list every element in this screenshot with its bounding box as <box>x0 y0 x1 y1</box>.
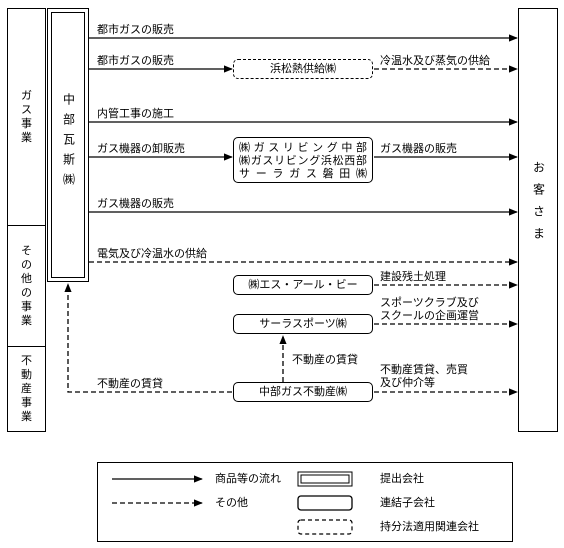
legend-dashed-box-label: 持分法適用関連会社 <box>380 520 479 533</box>
segment-other-label: その他の事業 <box>21 244 32 327</box>
entity-gas-living-names: ㈱ガスリビング中部 ㈱ガスリビング浜松西部 サーラガス磐田㈱ <box>239 141 367 180</box>
label-building-waste: 建設残土処理 <box>380 270 446 283</box>
customers-label-text: お客さま <box>531 161 546 249</box>
entity-srb: ㈱エス・アール・ビー <box>233 275 373 295</box>
entity-gas-living: ㈱ガスリビング中部 ㈱ガスリビング浜松西部 サーラガス磐田㈱ <box>233 137 373 183</box>
company-box: 中部瓦斯㈱ <box>47 8 89 282</box>
entity-gas-living-1: ㈱ガスリビング中部 <box>239 140 367 154</box>
legend-solid-box-label: 連結子会社 <box>380 496 435 509</box>
entity-srb-label: ㈱エス・アール・ビー <box>248 278 358 291</box>
legend-double-box-inner <box>300 474 350 484</box>
entity-gas-living-2: ㈱ガスリビング浜松西部 <box>239 153 367 167</box>
label-pipe-work: 内管工事の施工 <box>97 107 174 120</box>
legend-symbols <box>112 471 353 535</box>
label-city-gas-2: 都市ガスの販売 <box>97 54 174 67</box>
label-real-estate-left: 不動産の賃貸 <box>97 377 163 390</box>
label-sports-club-1: スポーツクラブ及び <box>380 296 479 309</box>
legend-solid-arrow-label: 商品等の流れ <box>215 472 281 485</box>
legend-double-box-outer <box>297 471 353 487</box>
company-name-text: 中部瓦斯㈱ <box>61 93 76 193</box>
legend-double-box-label: 提出会社 <box>380 472 424 485</box>
legend: 商品等の流れ その他 提出会社 連結子会社 持分法適用関連会社 <box>97 462 513 542</box>
customers-label: お客さま <box>519 161 557 249</box>
label-real-estate-up: 不動産の賃貸 <box>292 353 358 366</box>
label-hot-water-steam: 冷温水及び蒸気の供給 <box>380 54 490 67</box>
legend-dashed-box <box>297 519 353 535</box>
company-name: 中部瓦斯㈱ <box>48 93 88 193</box>
label-real-estate-services-2: 及び仲介等 <box>380 376 435 389</box>
entity-sarl-sports: サーラスポーツ㈱ <box>233 314 373 334</box>
entity-chubu-real-estate: 中部ガス不動産㈱ <box>233 382 373 402</box>
label-gas-equipment-sales: ガス機器の販売 <box>97 197 174 210</box>
entity-hamamatsu-heat: 浜松熱供給㈱ <box>233 59 373 79</box>
label-electricity-hot-water: 電気及び冷温水の供給 <box>97 247 207 260</box>
customers-box: お客さま <box>518 8 558 432</box>
label-sports-club-2: スクールの企画運営 <box>380 309 479 322</box>
segment-gas-label: ガス事業 <box>21 89 32 144</box>
company-box-inner <box>51 12 85 278</box>
entity-chubu-real-estate-label: 中部ガス不動産㈱ <box>259 385 347 398</box>
segment-realestate: 不動産事業 <box>7 346 46 432</box>
label-gas-equipment-sales-subs: ガス機器の販売 <box>380 142 457 155</box>
entity-gas-living-3: サーラガス磐田㈱ <box>239 166 367 180</box>
legend-dashed-arrow-label: その他 <box>215 496 248 509</box>
segment-realestate-label: 不動産事業 <box>21 354 32 423</box>
legend-solid-box <box>297 495 353 511</box>
arrow-real-estate-left <box>64 283 232 393</box>
label-city-gas-1: 都市ガスの販売 <box>97 23 174 36</box>
label-gas-equipment-wholesale: ガス機器の卸販売 <box>97 142 185 155</box>
entity-sarl-sports-label: サーラスポーツ㈱ <box>259 317 347 330</box>
label-real-estate-services-1: 不動産賃貸、売買 <box>380 363 468 376</box>
entity-hamamatsu-heat-label: 浜松熱供給㈱ <box>270 62 336 75</box>
